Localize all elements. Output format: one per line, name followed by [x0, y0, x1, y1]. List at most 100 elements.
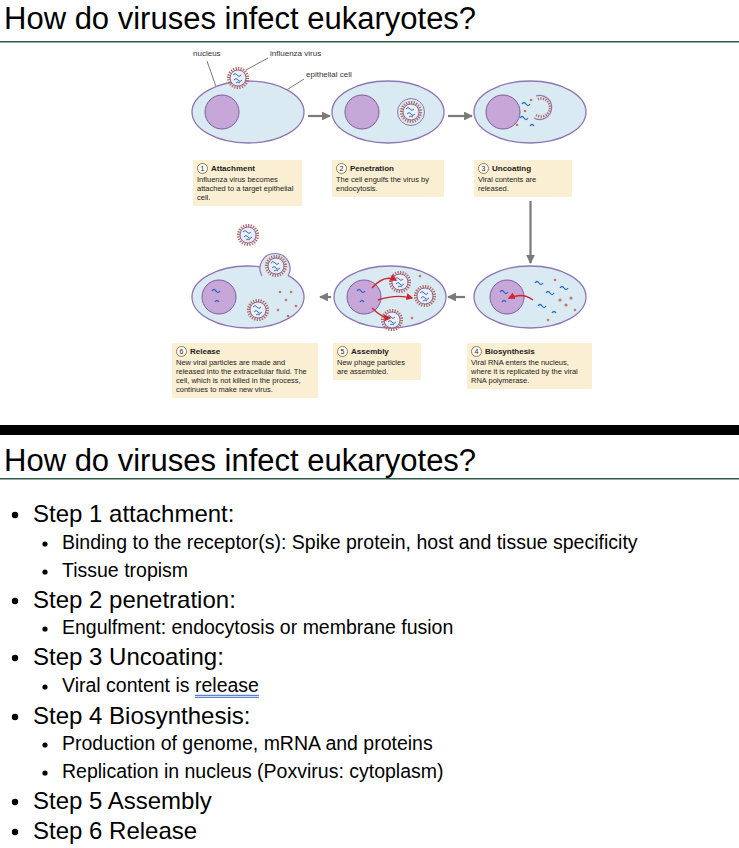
viral-protein — [569, 296, 572, 299]
caption-heading-line: 2Penetration — [336, 163, 440, 174]
bullet-marker — [12, 829, 18, 835]
bullet-marker — [42, 569, 47, 574]
bullet-text: Step 1 attachment: — [33, 500, 234, 529]
caption-body: The cell engulfs the virus by endocytosi… — [336, 175, 440, 193]
caption-heading: Biosynthesis — [485, 347, 535, 356]
caption-heading-line: 5Assembly — [337, 346, 417, 357]
viral-protein — [277, 99, 577, 322]
step-caption: 6ReleaseNew viral particles are made and… — [172, 343, 318, 398]
sub-bullet-text: Tissue tropism — [62, 559, 188, 582]
step-arrow — [448, 115, 472, 117]
step-panel: 4BiosynthesisViral RNA enters the nucleu… — [467, 264, 592, 389]
viral-protein — [277, 309, 280, 312]
cell-area — [332, 80, 446, 160]
bullet-text: Step 4 Biosynthesis: — [33, 702, 250, 731]
sub-bullet-text: Viral content is release — [62, 674, 259, 697]
caption-body: Viral RNA enters the nucleus, where it i… — [471, 358, 588, 385]
step-arrow — [320, 296, 331, 298]
step-panel: 2PenetrationThe cell engulfs the virus b… — [332, 80, 446, 197]
sub-bullet-text: Engulfment: endocytosis or membrane fusi… — [62, 616, 453, 639]
caption-heading-line: 4Biosynthesis — [471, 346, 588, 357]
viral-rna — [535, 282, 568, 314]
step-panel: 5AssemblyNew phage particles are assembl… — [333, 264, 446, 380]
callout-number: 1 — [197, 163, 208, 174]
spellcheck-underline — [195, 697, 259, 698]
viral-protein — [574, 309, 577, 312]
cell-nucleus — [205, 95, 239, 129]
viral-protein — [558, 298, 561, 301]
caption-body: Viral contents are released. — [478, 175, 568, 193]
caption-heading-line: 3Uncoating — [478, 163, 568, 174]
epithelial-cell — [192, 81, 586, 328]
viral-rna — [520, 103, 534, 127]
bullet-text: Step 2 penetration: — [33, 586, 236, 615]
influenza-virion — [238, 225, 257, 244]
callout-number: 4 — [471, 346, 482, 357]
influenza-virion — [228, 68, 247, 87]
slide-title: How do viruses infect eukaryotes? — [4, 442, 476, 479]
caption-heading-line: 1Attachment — [197, 163, 298, 174]
viral-protein — [530, 99, 533, 102]
cell-nucleus — [345, 95, 379, 129]
transport-arrow — [378, 296, 412, 300]
influenza-virion — [266, 256, 285, 275]
viral-protein — [547, 319, 550, 322]
step-panel: 6ReleaseNew viral particles are made and… — [172, 228, 318, 398]
influenza-virion — [248, 300, 267, 319]
epithelial-cell — [192, 81, 304, 143]
step-panel: 1AttachmentInfluenza virus becomes attac… — [190, 78, 306, 206]
caption-heading: Uncoating — [492, 164, 531, 173]
callout-number: 2 — [336, 163, 347, 174]
caption-body: Influenza virus becomes attached to a ta… — [197, 175, 298, 202]
viral-protein — [516, 124, 519, 127]
viral-protein — [419, 275, 422, 278]
step-arrow — [448, 296, 465, 298]
slide-frame — [0, 478, 739, 480]
viral-protein — [285, 299, 288, 302]
sub-bullet-text: Production of genome, mRNA and proteins — [62, 732, 433, 755]
bullet-marker — [42, 626, 47, 631]
viral-protein — [554, 279, 557, 282]
influenza-virion — [536, 98, 550, 116]
slide-title: How do viruses infect eukaryotes? — [4, 0, 476, 37]
caption-heading-line: 6Release — [176, 346, 314, 357]
bullet-text: Step 5 Assembly — [33, 787, 212, 816]
caption-body: New phage particles are assembled. — [337, 358, 417, 376]
slide-frame — [0, 425, 739, 435]
cell-nucleus — [486, 95, 520, 129]
figure-label: epithelial cell — [306, 70, 352, 80]
callout-number: 3 — [478, 163, 489, 174]
cell-nucleus — [202, 280, 236, 314]
figure-label: influenza virus — [270, 49, 321, 59]
viral-rna — [212, 103, 568, 314]
influenza-virion — [398, 99, 425, 126]
cell-area — [333, 264, 446, 343]
step-arrow — [308, 115, 330, 117]
epithelial-cell — [474, 266, 586, 328]
step-caption: 2PenetrationThe cell engulfs the virus b… — [332, 160, 444, 197]
bullet-marker — [42, 770, 47, 775]
cell-nucleus — [347, 280, 381, 314]
caption-heading: Attachment — [211, 164, 255, 173]
viral-rna — [500, 291, 508, 303]
bullet-marker — [12, 655, 18, 661]
influenza-virion — [382, 310, 401, 329]
epithelial-cell — [474, 81, 586, 143]
influenza-virion — [260, 254, 290, 276]
influenza-virion — [534, 95, 552, 119]
cell-area — [474, 80, 587, 160]
caption-heading: Assembly — [351, 347, 389, 356]
sub-bullet-text: Replication in nucleus (Poxvirus: cytopl… — [62, 760, 444, 783]
viral-protein — [411, 317, 414, 320]
figure-label: nucleus — [193, 49, 221, 59]
slide-frame — [0, 41, 739, 480]
step-caption: 4BiosynthesisViral RNA enters the nucleu… — [467, 343, 592, 389]
transport-arrow — [372, 278, 533, 318]
callout-number: 5 — [337, 346, 348, 357]
viral-protein — [564, 303, 567, 306]
bullet-marker — [12, 714, 18, 720]
epithelial-cell — [332, 81, 444, 143]
step-caption: 5AssemblyNew phage particles are assembl… — [333, 343, 421, 380]
viral-protein — [287, 315, 290, 318]
influenza-virion — [415, 286, 434, 305]
